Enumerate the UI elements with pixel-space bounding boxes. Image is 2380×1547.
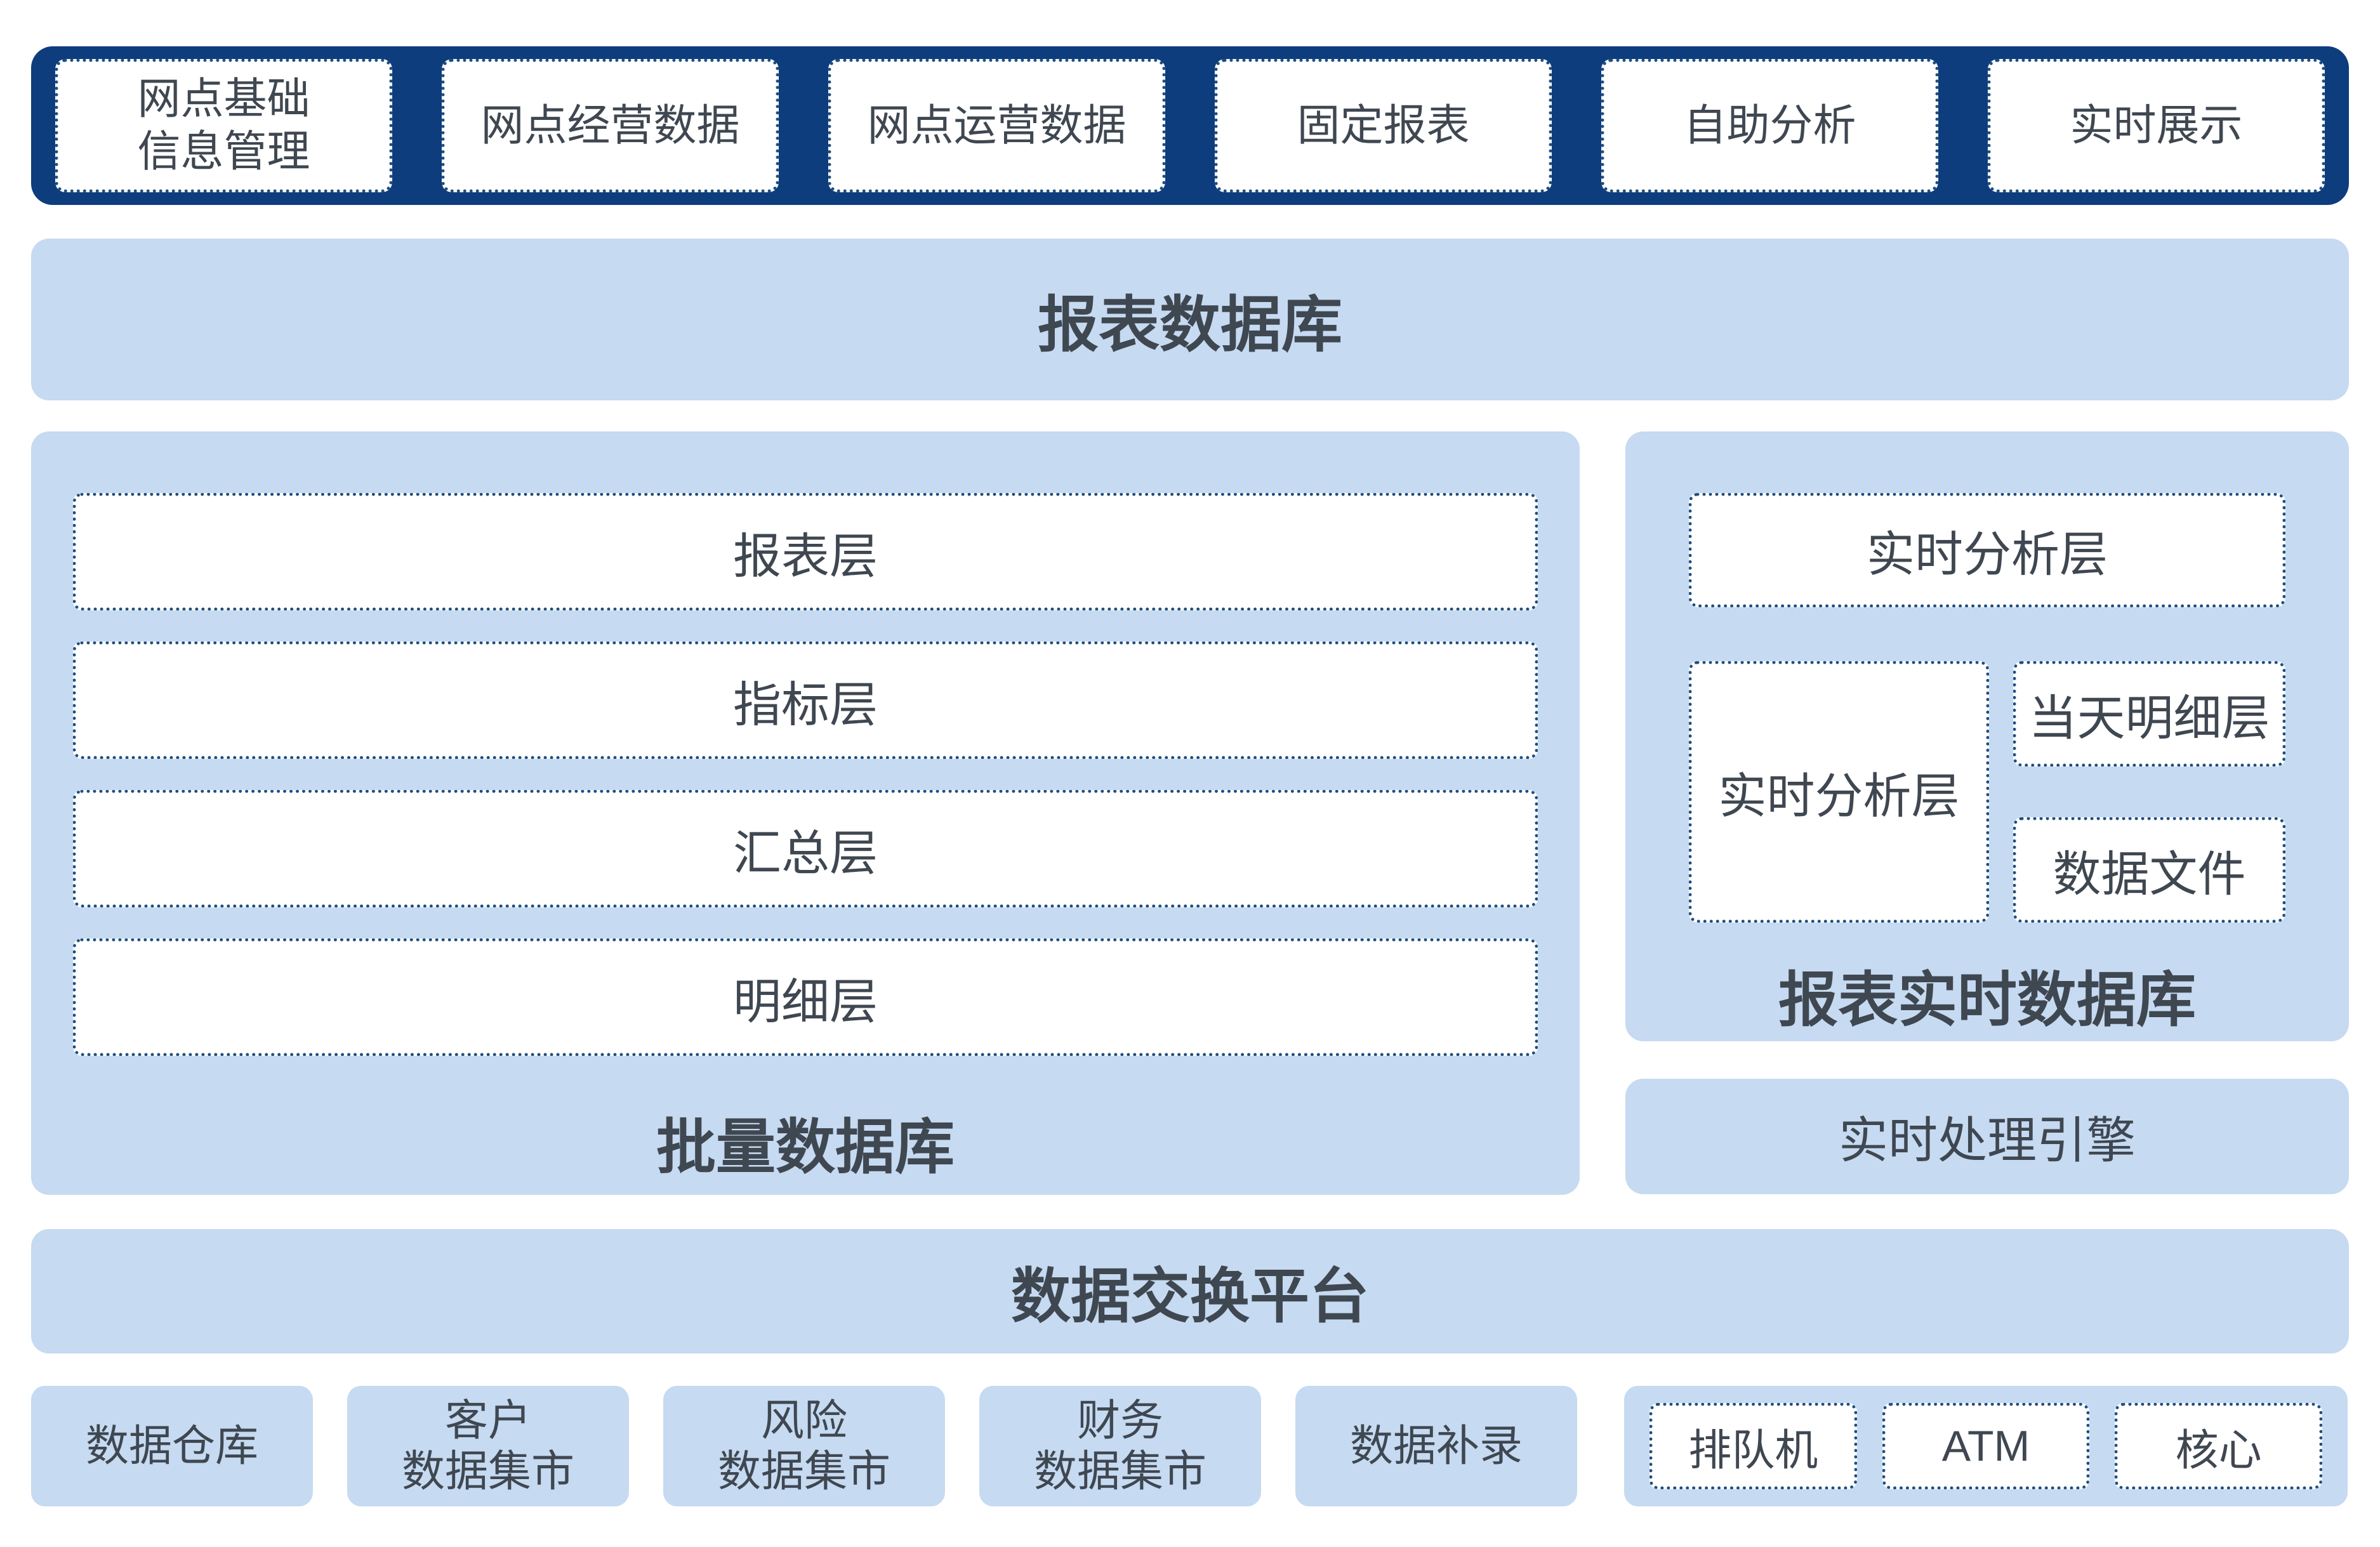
module-branch-info: 网点基础 信息管理: [55, 59, 392, 192]
realtime-db-label: 报表实时数据库: [1778, 966, 2196, 1033]
layer-indicator: 指标层: [73, 642, 1538, 759]
realtime-mid-row: 实时分析层 当天明细层 数据文件: [1689, 661, 2285, 923]
layer-report: 报表层: [73, 493, 1538, 610]
batch-db-label: 批量数据库: [656, 1114, 955, 1180]
module-branch-business-data: 网点经营数据: [442, 59, 779, 192]
realtime-engine-box: 实时处理引擎: [1625, 1079, 2349, 1194]
source-customer-mart: 客户 数据集市: [347, 1386, 629, 1506]
layer-today-detail: 当天明细层: [2013, 661, 2285, 767]
layer-summary: 汇总层: [73, 790, 1538, 907]
module-branch-operation-data: 网点运营数据: [828, 59, 1165, 192]
realtime-right-stack: 当天明细层 数据文件: [2013, 661, 2285, 923]
application-layer-bar: 网点基础 信息管理 网点经营数据 网点运营数据 固定报表 自助分析 实时展示: [31, 46, 2349, 205]
module-fixed-reports: 固定报表: [1215, 59, 1552, 192]
channel-queue-machine: 排队机: [1649, 1403, 1857, 1489]
realtime-db-panel: 实时分析层 实时分析层 当天明细层 数据文件 报表实时数据库: [1625, 431, 2349, 1041]
module-self-service-analysis: 自助分析: [1601, 59, 1938, 192]
middle-section: 报表层 指标层 汇总层 明细层 批量数据库 实时分析层 实时分析层 当天明细层 …: [31, 431, 2349, 1195]
source-data-supplement: 数据补录: [1295, 1386, 1577, 1506]
layer-detail: 明细层: [73, 938, 1538, 1056]
module-realtime-display: 实时展示: [1988, 59, 2325, 192]
source-data-warehouse: 数据仓库: [31, 1386, 313, 1506]
layer-data-file: 数据文件: [2013, 817, 2285, 923]
source-finance-mart: 财务 数据集市: [979, 1386, 1261, 1506]
layer-realtime-analysis: 实时分析层: [1689, 661, 1989, 923]
exchange-platform-bar: 数据交换平台: [31, 1229, 2349, 1353]
batch-db-panel: 报表层 指标层 汇总层 明细层 批量数据库: [31, 431, 1580, 1195]
report-db-bar: 报表数据库: [31, 239, 2349, 400]
channel-panel: 排队机 ATM 核心: [1624, 1386, 2348, 1506]
realtime-column: 实时分析层 实时分析层 当天明细层 数据文件 报表实时数据库 实时处理引擎: [1625, 431, 2349, 1195]
source-row: 数据仓库 客户 数据集市 风险 数据集市 财务 数据集市 数据补录 排队机 AT…: [31, 1386, 2349, 1506]
layer-realtime-analysis-top: 实时分析层: [1689, 493, 2285, 607]
source-risk-mart: 风险 数据集市: [663, 1386, 945, 1506]
channel-atm: ATM: [1882, 1403, 2090, 1489]
channel-core: 核心: [2115, 1403, 2323, 1489]
